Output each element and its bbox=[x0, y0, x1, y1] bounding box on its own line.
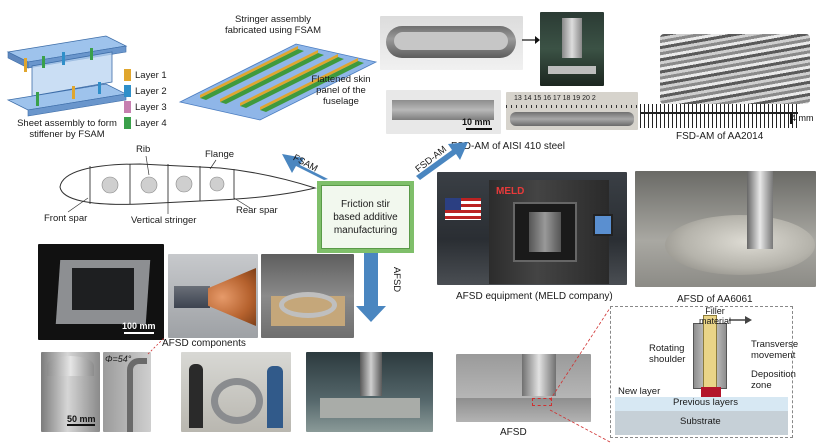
layer4-swatch bbox=[124, 117, 131, 129]
ruler-deposit-photo: 13 14 15 16 17 18 19 20 2 bbox=[506, 92, 638, 130]
afsd-caption: AFSD bbox=[500, 427, 527, 438]
substrate-label: Substrate bbox=[680, 416, 721, 427]
copper-cone-photo bbox=[168, 254, 258, 338]
wing-flange-label: Flange bbox=[205, 149, 235, 160]
section-part-photo: Φ=54° bbox=[103, 352, 151, 432]
stiffener-caption-line1: Sheet assembly to form bbox=[17, 118, 117, 129]
layer-legend: Layer 1 Layer 2 Layer 3 Layer 4 bbox=[124, 68, 184, 130]
stiffener-caption: Sheet assembly to form stiffener by FSAM bbox=[8, 118, 126, 140]
center-line1: Friction stir bbox=[341, 198, 390, 210]
legend-item-layer1: Layer 1 bbox=[124, 68, 184, 82]
schematic-connector bbox=[549, 307, 611, 443]
box-component-photo: 100 mm bbox=[38, 244, 164, 340]
people-with-ring-photo bbox=[181, 352, 291, 432]
substrate-layer bbox=[615, 411, 788, 435]
stringer-title: Stringer assembly fabricated using FSAM bbox=[208, 14, 338, 36]
afsd-schematic bbox=[610, 306, 793, 438]
rotating-line1: Rotating bbox=[649, 343, 685, 354]
center-line3: manufacturing bbox=[333, 224, 398, 236]
stiffener-assembly-illustration bbox=[6, 35, 128, 117]
fsd-machine-photo bbox=[540, 12, 604, 86]
deposition-zone-label: Deposition zone bbox=[751, 369, 796, 391]
filler-label: Filler material bbox=[690, 306, 740, 326]
aa2014-deposit-photo bbox=[640, 20, 812, 132]
filler-line1: Filler bbox=[705, 306, 725, 316]
ruler-numbers: 13 14 15 16 17 18 19 20 2 bbox=[514, 95, 596, 102]
center-line2: based additive bbox=[333, 211, 398, 223]
box-scale-label: 100 mm bbox=[122, 321, 156, 331]
arrow-right-icon bbox=[522, 36, 540, 44]
aa2014-caption: FSD-AM of AA2014 bbox=[676, 131, 764, 142]
stiffener-caption-line2: stiffener by FSAM bbox=[29, 129, 105, 140]
stringer-title-line1: Stringer assembly bbox=[234, 14, 312, 25]
equipment-caption: AFSD equipment (MELD company) bbox=[456, 291, 613, 302]
stringer-title-line2: fabricated using FSAM bbox=[224, 25, 322, 36]
ring-components-photo bbox=[261, 254, 354, 338]
aa2014-scale-label: 4 mm bbox=[791, 113, 814, 123]
meld-equipment-photo: MELD bbox=[437, 172, 627, 285]
skin-label-line3: fuselage bbox=[323, 96, 359, 107]
steel-caption: FSD-AM of AISI 410 steel bbox=[451, 141, 565, 152]
layer3-swatch bbox=[124, 101, 131, 113]
components-caption: AFSD components bbox=[162, 338, 246, 349]
cone-part-photo: 50 mm bbox=[41, 352, 100, 432]
layer2-swatch bbox=[124, 85, 131, 97]
transverse-line2: movement bbox=[751, 350, 796, 361]
aa6061-photo bbox=[635, 171, 816, 287]
legend-item-layer3: Layer 3 bbox=[124, 100, 184, 114]
deposition-line1: Deposition bbox=[751, 369, 796, 380]
wing-rib-label: Rib bbox=[136, 144, 151, 155]
steel-block-photo: 10 mm bbox=[386, 90, 501, 134]
aa6061-caption: AFSD of AA6061 bbox=[677, 294, 753, 305]
filler-line2: material bbox=[698, 316, 731, 326]
legend-item-layer2: Layer 2 bbox=[124, 84, 184, 98]
layer1-swatch bbox=[124, 69, 131, 81]
skin-label-line2: panel of the bbox=[316, 85, 366, 96]
rotating-line2: shoulder bbox=[649, 354, 686, 365]
legend-label: Layer 1 bbox=[135, 69, 167, 81]
skin-label-line1: Flattened skin bbox=[311, 74, 371, 85]
legend-label: Layer 3 bbox=[135, 101, 167, 113]
afsd-arrow-label: AFSD bbox=[391, 266, 403, 293]
transverse-label: Transverse movement bbox=[751, 339, 798, 361]
rotating-shoulder-label: Rotating shoulder bbox=[649, 343, 685, 365]
center-process-box: Friction stir based additive manufacturi… bbox=[317, 181, 414, 253]
legend-label: Layer 4 bbox=[135, 117, 167, 129]
wing-section-diagram bbox=[59, 155, 317, 214]
wing-front-spar-label: Front spar bbox=[44, 213, 88, 224]
deposition-line2: zone bbox=[751, 380, 772, 391]
steel-scale-label: 10 mm bbox=[462, 117, 491, 127]
connector-line bbox=[147, 337, 165, 355]
filler-rod bbox=[703, 315, 717, 389]
steel-deposit-photo bbox=[380, 16, 523, 70]
wing-rear-spar-label: Rear spar bbox=[236, 205, 278, 216]
meld-brand: MELD bbox=[496, 186, 525, 197]
aa2014-scalebar bbox=[790, 112, 792, 124]
cone-scale-label: 50 mm bbox=[67, 414, 96, 424]
transverse-line1: Transverse bbox=[751, 339, 799, 350]
previous-layers-label: Previous layers bbox=[673, 397, 738, 408]
wing-vertical-stringer-label: Vertical stringer bbox=[131, 215, 197, 226]
previous-layers bbox=[615, 397, 788, 411]
process-arrows bbox=[282, 142, 468, 322]
angle-label: Φ=54° bbox=[105, 354, 132, 364]
deposition-zone bbox=[701, 387, 721, 397]
stringer-panel-illustration bbox=[178, 43, 378, 121]
legend-label: Layer 2 bbox=[135, 85, 167, 97]
skin-panel-label: Flattened skin panel of the fuselage bbox=[300, 74, 382, 107]
afsd-process-photo bbox=[456, 354, 591, 422]
new-layer-label: New layer bbox=[618, 386, 661, 397]
deposition-closeup-photo bbox=[306, 352, 433, 432]
legend-item-layer4: Layer 4 bbox=[124, 116, 184, 130]
